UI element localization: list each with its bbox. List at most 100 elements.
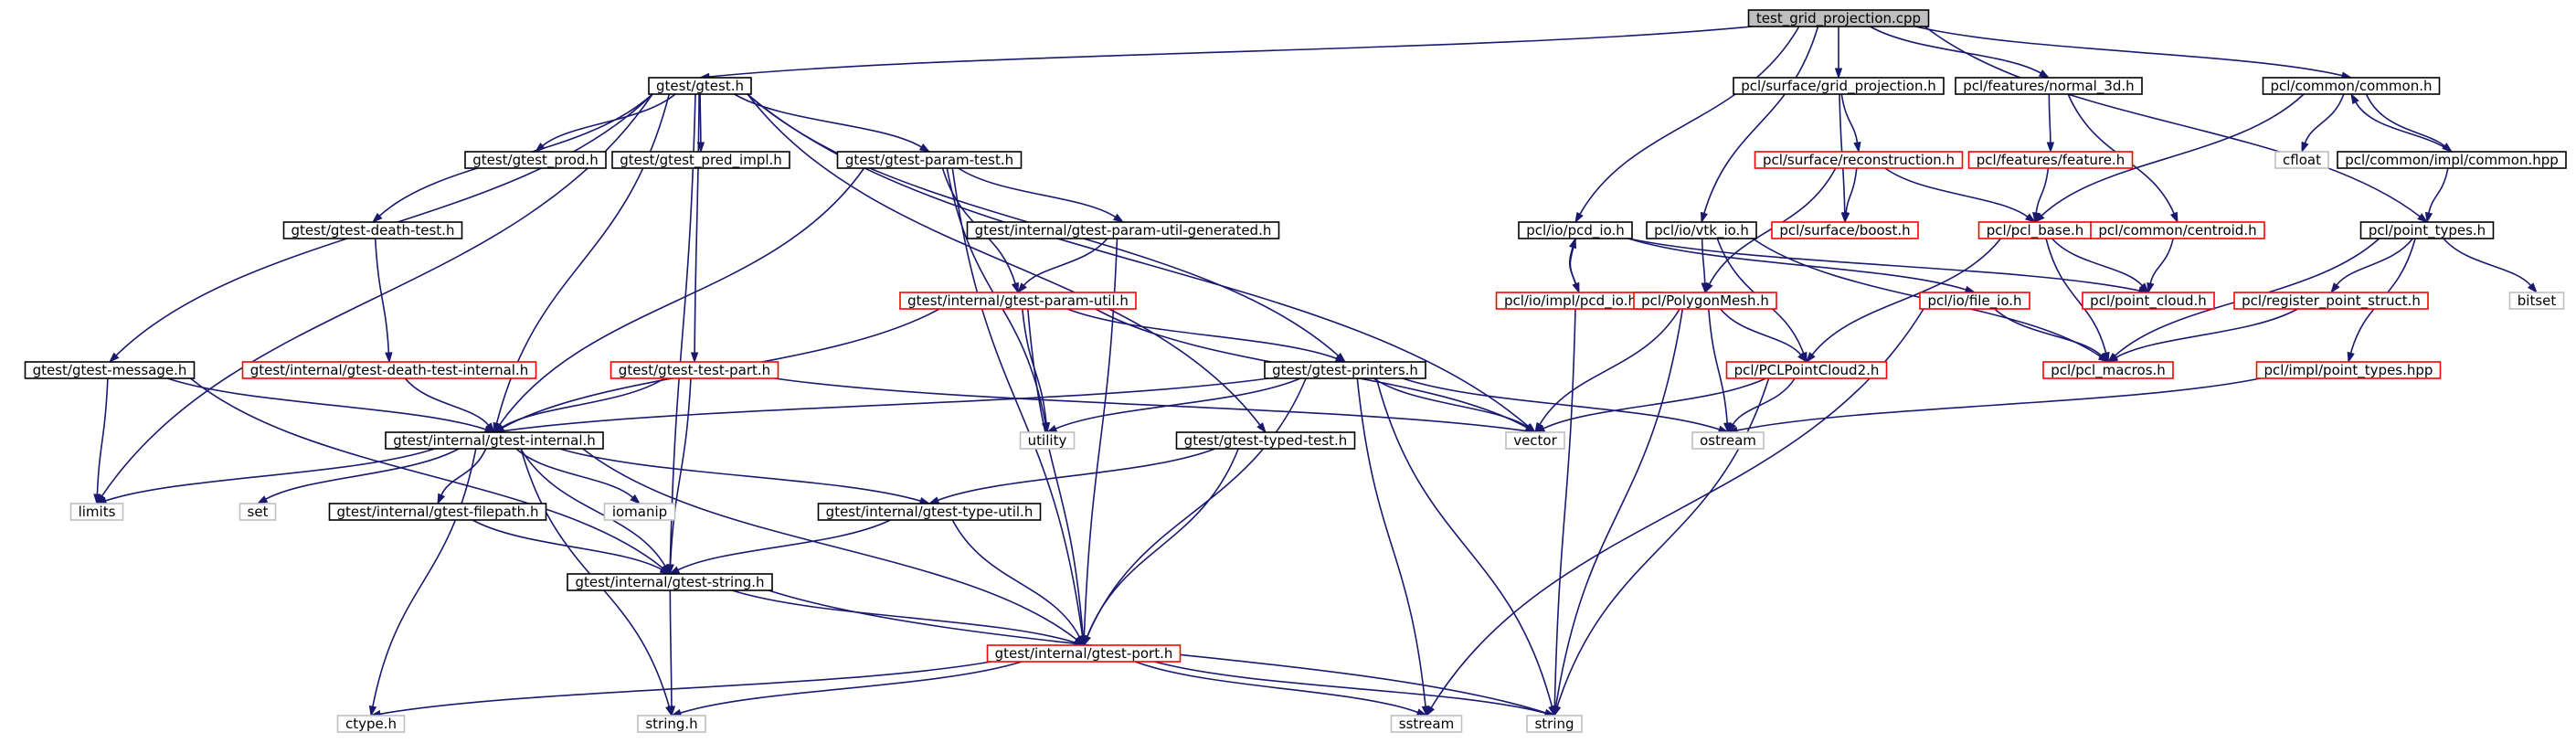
edge-line <box>731 589 1076 643</box>
edge-line <box>1924 26 2421 218</box>
edge-line <box>2035 167 2050 214</box>
node-pcl-pcd-impl[interactable]: pcl/io/impl/pcd_io.hpp <box>1495 292 1663 310</box>
node-box <box>637 715 706 733</box>
edge-pcl-recon-to-pcl-base <box>1884 167 2037 223</box>
node-pcl-common[interactable]: pcl/common/common.h <box>2262 77 2441 95</box>
edge-line <box>520 448 666 567</box>
node-pcl-base[interactable]: pcl/pcl_base.h <box>1977 221 2093 239</box>
node-box <box>611 151 790 169</box>
edge-gtest-port-to-sstream <box>1135 661 1428 716</box>
node-label: bitset <box>2518 292 2557 309</box>
node-pcl-impl-pt[interactable]: pcl/impl/point_types.hpp <box>2255 361 2442 379</box>
edge-line <box>669 589 673 707</box>
node-gtest-death[interactable]: gtest/gtest-death-test.h <box>282 221 463 239</box>
node-box <box>1967 151 2134 169</box>
edge-gtest-internal-to-iomanip <box>515 448 641 505</box>
node-box <box>336 715 406 733</box>
node-label: pcl/io/file_io.h <box>1927 292 2021 310</box>
node-gtest-internal[interactable]: gtest/internal/gtest-internal.h <box>385 431 604 450</box>
node-gtest-filepath[interactable]: gtest/internal/gtest-filepath.h <box>328 503 547 521</box>
edge-line <box>1627 238 2140 292</box>
edge-arrowhead <box>1426 705 1436 717</box>
node-pcl-common-impl[interactable]: pcl/common/impl/common.hpp <box>2337 151 2567 169</box>
node-box <box>328 503 547 521</box>
edge-line <box>542 93 676 147</box>
edge-arrowhead <box>2350 92 2359 105</box>
edge-line <box>1870 26 2041 74</box>
node-box <box>986 644 1182 663</box>
node-label: pcl/surface/reconstruction.h <box>1763 152 1955 168</box>
node-label: cfloat <box>2283 152 2321 168</box>
node-gtest-death-int[interactable]: gtest/internal/gtest-death-test-internal… <box>241 361 537 379</box>
edge-line <box>747 93 1261 426</box>
node-pcl-point-types[interactable]: pcl/point_types.h <box>2359 221 2495 239</box>
node-pcl-centroid[interactable]: pcl/common/centroid.h <box>2090 221 2265 239</box>
edge-line <box>1539 308 1680 425</box>
node-pcl-reg-struct[interactable]: pcl/register_point_struct.h <box>2233 292 2429 310</box>
edge-root-to-pcl-io-pcd <box>1574 26 1800 224</box>
node-pcl-point-cloud[interactable]: pcl/point_cloud.h <box>2082 292 2215 310</box>
node-pcl-io-vtk[interactable]: pcl/io/vtk_io.h <box>1646 221 1757 239</box>
edge-arrowhead <box>1568 237 1577 249</box>
node-pcl-grid[interactable]: pcl/surface/grid_projection.h <box>1733 77 1945 95</box>
node-gtest[interactable]: gtest/gtest.h <box>648 77 752 95</box>
edge-line <box>265 448 460 500</box>
node-pcl-polymesh[interactable]: pcl/PolygonMesh.h <box>1633 292 1777 310</box>
edge-gtest-param-util-to-gtest-printers <box>1066 308 1347 363</box>
node-gtest-type-util[interactable]: gtest/internal/gtest-type-util.h <box>817 503 1042 521</box>
node-gtest-port[interactable]: gtest/internal/gtest-port.h <box>986 644 1182 663</box>
node-pcl-pcl2[interactable]: pcl/PCLPointCloud2.h <box>1725 361 1888 379</box>
node-gtest-typed[interactable]: gtest/gtest-typed-test.h <box>1175 431 1356 450</box>
node-set: set <box>239 503 277 521</box>
edge-line <box>1708 308 1728 424</box>
node-gtest-param-gen[interactable]: gtest/internal/gtest-param-util-generate… <box>966 221 1280 239</box>
node-label: test_grid_projection.cpp <box>1756 10 1921 27</box>
node-gtest-message[interactable]: gtest/gtest-message.h <box>24 361 196 379</box>
node-gtest-string[interactable]: gtest/internal/gtest-string.h <box>567 573 773 591</box>
node-ostream: ostream <box>1691 431 1765 450</box>
edge-arrowhead <box>918 143 931 153</box>
node-box <box>241 361 537 379</box>
edge-arrowhead <box>437 493 446 505</box>
node-gtest-pred[interactable]: gtest/gtest_pred_impl.h <box>611 151 790 169</box>
edge-line <box>1135 661 1418 714</box>
node-pcl-feature[interactable]: pcl/features/feature.h <box>1967 151 2134 169</box>
node-box <box>464 151 607 169</box>
node-layer: test_grid_projection.cpp gtest/gtest.h pcl… <box>24 9 2567 733</box>
node-box <box>648 77 752 95</box>
node-label: pcl/io/vtk_io.h <box>1654 222 1749 239</box>
edge-gtest-port-to-string-h <box>670 661 1023 716</box>
edge-line <box>1720 308 1802 356</box>
node-pcl-recon[interactable]: pcl/surface/reconstruction.h <box>1754 151 1964 169</box>
node-pcl-macros[interactable]: pcl/pcl_macros.h <box>2042 361 2174 379</box>
edge-arrowhead <box>2417 213 2429 223</box>
node-gtest-param-util[interactable]: gtest/internal/gtest-param-util.h <box>899 292 1137 310</box>
edge-line <box>1884 167 2029 218</box>
node-pcl-file-io[interactable]: pcl/io/file_io.h <box>1919 292 2030 310</box>
node-box <box>2274 151 2329 169</box>
edge-gtest-internal-to-gtest-type-util <box>559 448 931 505</box>
node-gtest-param[interactable]: gtest/gtest-param-test.h <box>836 151 1023 169</box>
node-pcl-boost[interactable]: pcl/surface/boost.h <box>1771 221 1919 239</box>
edge-gtest-to-gtest-test-part <box>690 93 700 364</box>
node-gtest-prod[interactable]: gtest/gtest_prod.h <box>464 151 607 169</box>
node-label: pcl/pcl_macros.h <box>2051 362 2166 379</box>
edge-line <box>958 167 1117 218</box>
edge-gtest-typed-to-gtest-type-util <box>928 448 1216 504</box>
edge-line <box>774 377 1527 432</box>
edge-root-to-pcl-normal <box>1870 26 2051 79</box>
edge-line <box>1701 238 1706 284</box>
node-pcl-io-pcd[interactable]: pcl/io/pcd_io.h <box>1518 221 1633 239</box>
node-pcl-normal[interactable]: pcl/features/normal_3d.h <box>1955 77 2143 95</box>
node-gtest-test-part[interactable]: gtest/gtest-test-part.h <box>610 361 779 379</box>
node-box <box>1771 221 1919 239</box>
node-cfloat: cfloat <box>2274 151 2329 169</box>
edge-line <box>501 377 665 429</box>
edge-arrowhead <box>1017 282 1027 294</box>
edge-line <box>2355 101 2453 153</box>
edge-arrowhead <box>2527 282 2538 294</box>
edge-pcl-point-types-to-pcl-reg-struct <box>2330 238 2413 294</box>
node-gtest-printers[interactable]: gtest/gtest-printers.h <box>1264 361 1426 379</box>
node-label: iomanip <box>612 504 667 520</box>
edge-line <box>1703 26 1819 214</box>
